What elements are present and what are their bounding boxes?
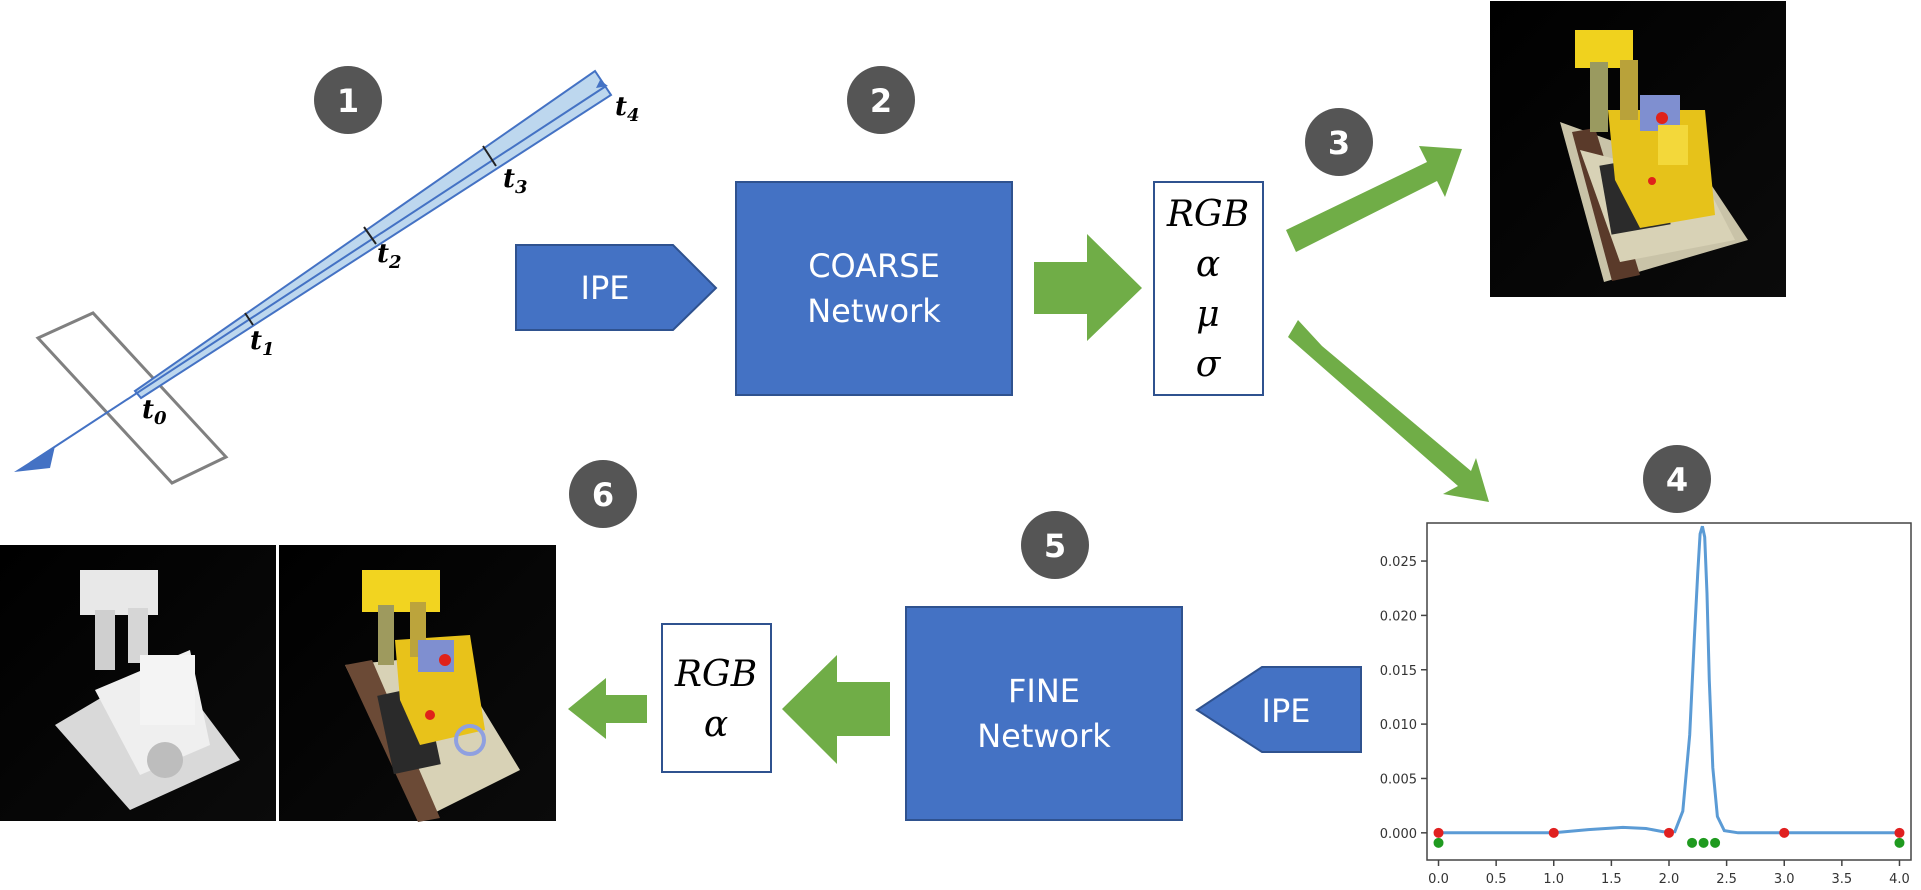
step-markers: 1 2 3 4 5 6 [314,66,1711,579]
coarse-render-image [1490,1,1786,297]
fine-network-box [905,606,1183,821]
ray-label-t3: t3 [503,164,528,198]
chart-x-tick-label: 3.5 [1832,872,1853,887]
coarse-output-box [1153,181,1264,396]
coarse-network-label-line1: COARSE [808,247,940,285]
fine-network-label-line1: FINE [1008,672,1080,710]
ray-tip-arrowhead-icon [596,80,608,88]
fine-output-rgb: RGB [674,654,757,695]
chart-x-tick-label: 0.5 [1486,872,1507,887]
chart-fine-sample-point [1433,837,1444,848]
step-marker-1: 1 [314,66,382,134]
chart-x-tick-label: 1.0 [1543,872,1564,887]
chart-frame [1426,522,1912,861]
chart-x-tick-label: 3.0 [1774,872,1795,887]
chart-coarse-sample-point [1894,827,1905,838]
chart-x-axis: 0.0 0.5 1.0 1.5 2.0 2.5 3.0 3.5 4.0 [1428,860,1910,887]
chart-y-axis: 0.000 0.005 0.010 0.015 0.020 0.025 [1380,555,1427,842]
chart-y-tick-label: 0.000 [1380,827,1417,842]
to-render-arrow-icon [1286,146,1462,252]
chart-fine-sample-point [1710,837,1721,848]
chart-sample-points [1433,827,1905,848]
ray-label-t1: t1 [250,326,275,360]
svg-text:1: 1 [337,82,359,120]
chart-coarse-sample-point [1548,827,1559,838]
svg-text:3: 3 [1328,124,1350,162]
image-plane [35,311,229,485]
step-marker-6: 6 [569,460,637,528]
final-depth-image [0,545,276,821]
chart-series-line [1438,525,1900,835]
ray-label-t2: t2 [377,239,402,273]
chart-fine-sample-point [1894,837,1905,848]
svg-text:5: 5 [1044,527,1066,565]
coarse-output-sigma: σ [1196,344,1222,385]
coarse-pipeline: IPE COARSE Network RGB α μ σ [515,181,1264,396]
chart-coarse-sample-point [1664,827,1674,838]
coarse-network-box [735,181,1013,396]
ray-arrowhead-icon [14,446,55,472]
chart-y-tick-label: 0.025 [1380,555,1417,570]
coarse-output-rgb: RGB [1166,194,1249,235]
ray-cone-illustration: t0 t1 t2 t3 t4 [14,69,640,485]
chart-x-tick-label: 1.5 [1601,872,1622,887]
chart-x-tick-label: 4.0 [1889,872,1910,887]
fine-output-alpha: α [704,704,728,745]
chart-x-tick-label: 2.5 [1716,872,1737,887]
ray-label-t0: t0 [142,395,167,429]
chart-fine-sample-point [1698,837,1709,848]
coarse-ipe-label: IPE [581,269,630,307]
cone-tick-t3 [482,145,497,167]
final-rgb-image [279,545,556,822]
fine-ipe-label: IPE [1262,692,1311,730]
to-weights-arrow-icon [1288,320,1489,502]
coarse-output-mu: μ [1196,294,1219,335]
coarse-output-alpha: α [1196,244,1220,285]
chart-fine-sample-point [1687,837,1698,848]
chart-x-tick-label: 0.0 [1428,872,1449,887]
chart-coarse-sample-point [1433,827,1444,838]
ray-line [29,85,607,464]
svg-text:2: 2 [870,82,892,120]
chart-x-tick-label: 2.0 [1659,872,1680,887]
step-marker-3: 3 [1305,108,1373,176]
cone-tick-t2 [363,226,377,245]
chart-y-tick-label: 0.010 [1380,718,1417,733]
fine-pipeline: IPE FINE Network RGB α [568,606,1362,821]
chart-coarse-sample-point [1779,827,1790,838]
coarse-to-output-arrow-icon [1034,234,1142,341]
fine-network-label-line2: Network [977,717,1111,755]
svg-text:4: 4 [1666,461,1688,499]
step-marker-2: 2 [847,66,915,134]
chart-y-tick-label: 0.005 [1380,772,1417,787]
chart-y-tick-label: 0.020 [1380,609,1417,624]
cone-tick-t1 [244,312,254,326]
step-marker-5: 5 [1021,511,1089,579]
to-final-images-arrow-icon [568,678,647,739]
ray-label-t4: t4 [615,92,640,126]
coarse-ipe-block [515,244,718,331]
step-marker-4: 4 [1643,445,1711,513]
fine-ipe-block [1195,666,1362,753]
fine-output-box [661,623,772,773]
chart-y-tick-label: 0.015 [1380,664,1417,679]
coarse-network-label-line2: Network [807,292,941,330]
weights-chart: 0.000 0.005 0.010 0.015 0.020 0.025 0.0 0.5 1.0… [1380,522,1912,887]
fine-to-output-arrow-icon [782,655,890,764]
svg-text:6: 6 [592,476,614,514]
